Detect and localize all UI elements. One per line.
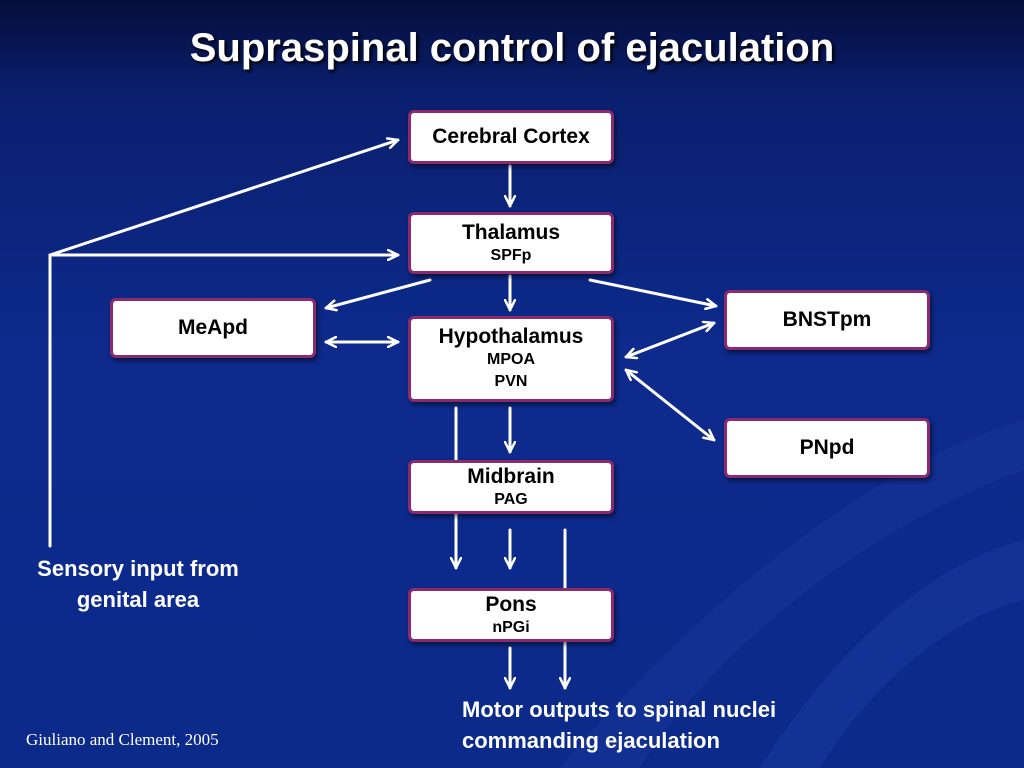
- slide-title: Supraspinal control of ejaculation: [189, 26, 835, 70]
- sensory-input-line-1: Sensory input from: [37, 556, 239, 581]
- hypothalamus-label: Hypothalamus: [438, 325, 584, 348]
- sensory-input-line-2: genital area: [76, 587, 200, 612]
- bnstpm-label: BNSTpm: [782, 308, 872, 331]
- thalamus-label: Thalamus: [461, 221, 561, 244]
- arrow-thalamus-to-bnstpm: [588, 278, 718, 306]
- meapd-label: MeApd: [178, 316, 248, 339]
- node-meapd: MeApd: [110, 298, 316, 358]
- thalamus-sublabel: SPFp: [490, 247, 532, 264]
- midbrain-label: Midbrain: [467, 465, 555, 488]
- pnpd-label: PNpd: [799, 436, 855, 459]
- motor-output-caption: Motor outputs to spinal nuclei commandin…: [462, 694, 882, 756]
- midbrain-sublabel: PAG: [494, 491, 528, 508]
- node-hypothalamus: Hypothalamus MPOA PVN: [408, 316, 614, 402]
- hypothalamus-sublabel-pvn: PVN: [494, 373, 528, 390]
- pons-sublabel: nPGi: [492, 619, 530, 636]
- motor-output-line-2: commanding ejaculation: [462, 728, 720, 753]
- cerebral-cortex-label: Cerebral Cortex: [432, 125, 590, 148]
- motor-output-line-1: Motor outputs to spinal nuclei: [462, 697, 777, 722]
- node-pons: Pons nPGi: [408, 588, 614, 642]
- pons-label: Pons: [485, 593, 537, 616]
- node-pnpd: PNpd: [724, 418, 930, 478]
- hypothalamus-sublabel-mpoa: MPOA: [487, 351, 535, 368]
- arrow-thalamus-to-meapd: [324, 278, 432, 308]
- node-cerebral-cortex: Cerebral Cortex: [408, 110, 614, 164]
- arrow-sensory-to-cortex: [48, 140, 400, 257]
- node-bnstpm: BNSTpm: [724, 290, 930, 350]
- arrow-hypothalamus-bnstpm-bidirectional: [624, 323, 716, 357]
- sensory-input-caption: Sensory input from genital area: [10, 553, 266, 615]
- node-midbrain: Midbrain PAG: [408, 460, 614, 514]
- node-thalamus: Thalamus SPFp: [408, 212, 614, 274]
- arrow-hypothalamus-pnpd-bidirectional: [624, 368, 716, 442]
- citation: Giuliano and Clement, 2005: [26, 730, 219, 749]
